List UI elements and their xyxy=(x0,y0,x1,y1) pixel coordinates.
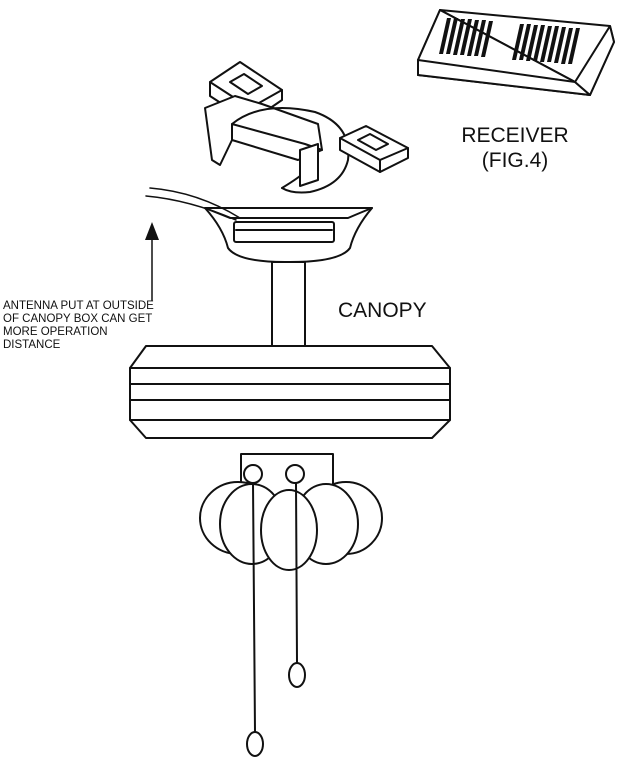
receiver-unit xyxy=(417,9,615,96)
receiver-label: RECEIVER xyxy=(461,124,569,147)
downrod xyxy=(271,261,306,347)
canopy-label: CANOPY xyxy=(338,299,427,322)
antenna-note-line: MORE OPERATION xyxy=(3,326,108,338)
pull-chain-right xyxy=(288,482,306,688)
antenna-arrow xyxy=(145,222,159,301)
antenna-note-line: ANTENNA PUT AT OUTSIDE xyxy=(3,300,154,312)
receiver-label-block: RECEIVER (FIG.4) xyxy=(440,123,590,173)
light-globes xyxy=(199,481,383,571)
arrow-head-icon xyxy=(145,222,159,240)
antenna-note-line: OF CANOPY BOX CAN GET xyxy=(3,313,153,325)
figure-label: (FIG.4) xyxy=(481,149,549,172)
receiver-vent-slots xyxy=(439,18,580,64)
canopy-cup xyxy=(145,187,373,263)
antenna-note-line: DISTANCE xyxy=(3,339,61,351)
antenna-wire xyxy=(145,195,237,221)
motor-housing xyxy=(129,345,451,439)
mounting-bracket xyxy=(204,61,409,194)
antenna-note: ANTENNA PUT AT OUTSIDE OF CANOPY BOX CAN… xyxy=(3,300,154,352)
pull-chain-left xyxy=(246,482,264,757)
